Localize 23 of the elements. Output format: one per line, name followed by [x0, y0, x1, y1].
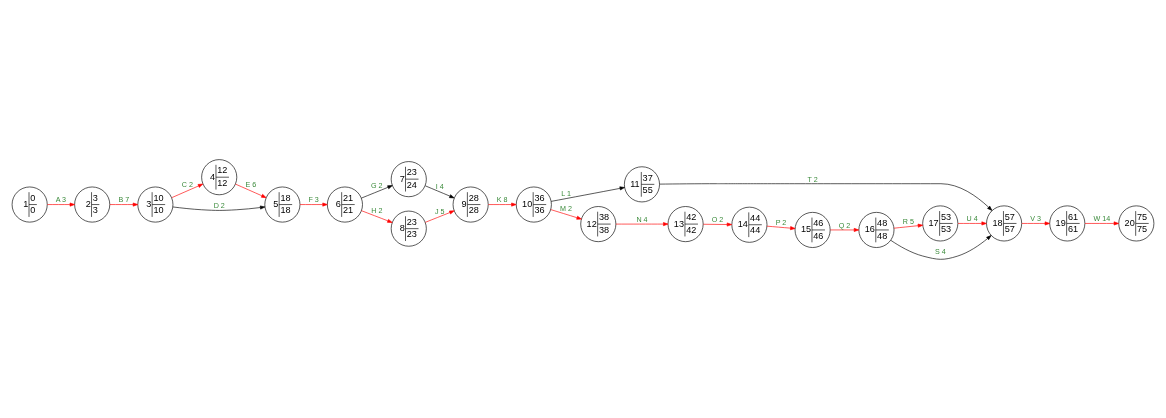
arrow: [766, 225, 796, 230]
arrow: [615, 221, 669, 226]
arrow: [172, 205, 266, 211]
arrow: [235, 183, 267, 198]
arrow: [1021, 221, 1050, 225]
arrow: [830, 227, 860, 232]
arrow: [47, 202, 75, 206]
arrow: [425, 185, 455, 198]
arrow: [550, 208, 582, 220]
arrow: [171, 183, 204, 198]
arrow: [488, 202, 517, 206]
arrow: [425, 210, 455, 223]
arrow: [890, 234, 992, 260]
arrow: [893, 223, 923, 228]
arrow: [299, 202, 328, 206]
arrow: [957, 221, 987, 225]
arrow: [659, 182, 993, 211]
arrow: [703, 222, 733, 226]
arrow: [1084, 221, 1119, 225]
arrow: [361, 184, 393, 198]
arrow: [550, 185, 625, 202]
arrow: [361, 209, 393, 223]
arrow: [109, 202, 139, 206]
